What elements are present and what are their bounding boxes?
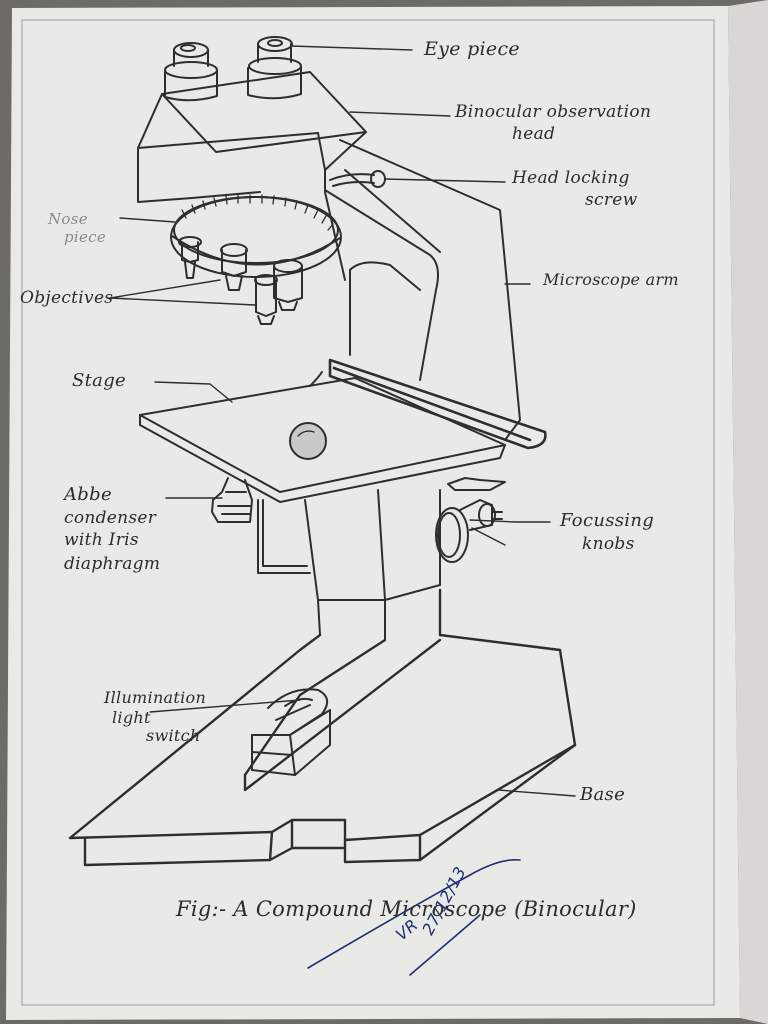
label-illumination-line2: light	[112, 708, 151, 727]
paper-sheet	[6, 6, 740, 1020]
signature-mark	[307, 858, 521, 976]
microscope-arm	[324, 139, 521, 441]
label-focussing-line2: knobs	[582, 534, 635, 554]
stage-rail	[328, 358, 547, 450]
eyepiece-right	[247, 36, 302, 100]
focussing-knobs	[435, 477, 506, 563]
stage-aperture	[289, 422, 327, 460]
label-eye-piece: Eye piece	[424, 38, 520, 60]
label-illumination-line1: Illumination	[104, 688, 207, 707]
stage	[139, 371, 506, 503]
paper-edge	[728, 0, 768, 1024]
pillar	[257, 489, 441, 641]
label-illumination-line3: switch	[146, 726, 201, 745]
objective-2	[220, 243, 248, 291]
eyepiece-left	[164, 42, 218, 102]
nose-piece-knurl	[181, 194, 334, 231]
label-binocular-head-line1: Binocular observation	[455, 102, 652, 122]
microscope-base	[68, 588, 577, 867]
label-objectives: Objectives	[20, 288, 114, 308]
label-nose-piece-line2: piece	[64, 228, 107, 246]
abbe-condenser	[211, 477, 253, 523]
objective-4	[273, 259, 303, 311]
figure-caption: Fig:- A Compound Microscope (Binocular)	[176, 897, 637, 921]
illumination-switch	[251, 688, 331, 776]
label-abbe-line2: condenser	[64, 508, 157, 528]
label-abbe-line3: with Iris	[64, 530, 139, 550]
label-focussing-line1: Focussing	[560, 510, 655, 531]
objective-3	[254, 274, 278, 325]
label-base: Base	[580, 784, 626, 805]
objective-1	[178, 236, 202, 279]
label-stage: Stage	[72, 370, 126, 391]
leader-lines	[109, 45, 576, 797]
label-nose-piece-line1: Nose	[48, 210, 88, 228]
label-head-locking-line1: Head locking	[512, 168, 630, 188]
label-abbe-line4: diaphragm	[64, 554, 161, 574]
label-microscope-arm: Microscope arm	[543, 270, 679, 289]
label-head-locking-line2: screw	[585, 190, 638, 210]
label-binocular-head-line2: head	[512, 124, 556, 144]
label-abbe-line1: Abbe	[64, 484, 112, 505]
